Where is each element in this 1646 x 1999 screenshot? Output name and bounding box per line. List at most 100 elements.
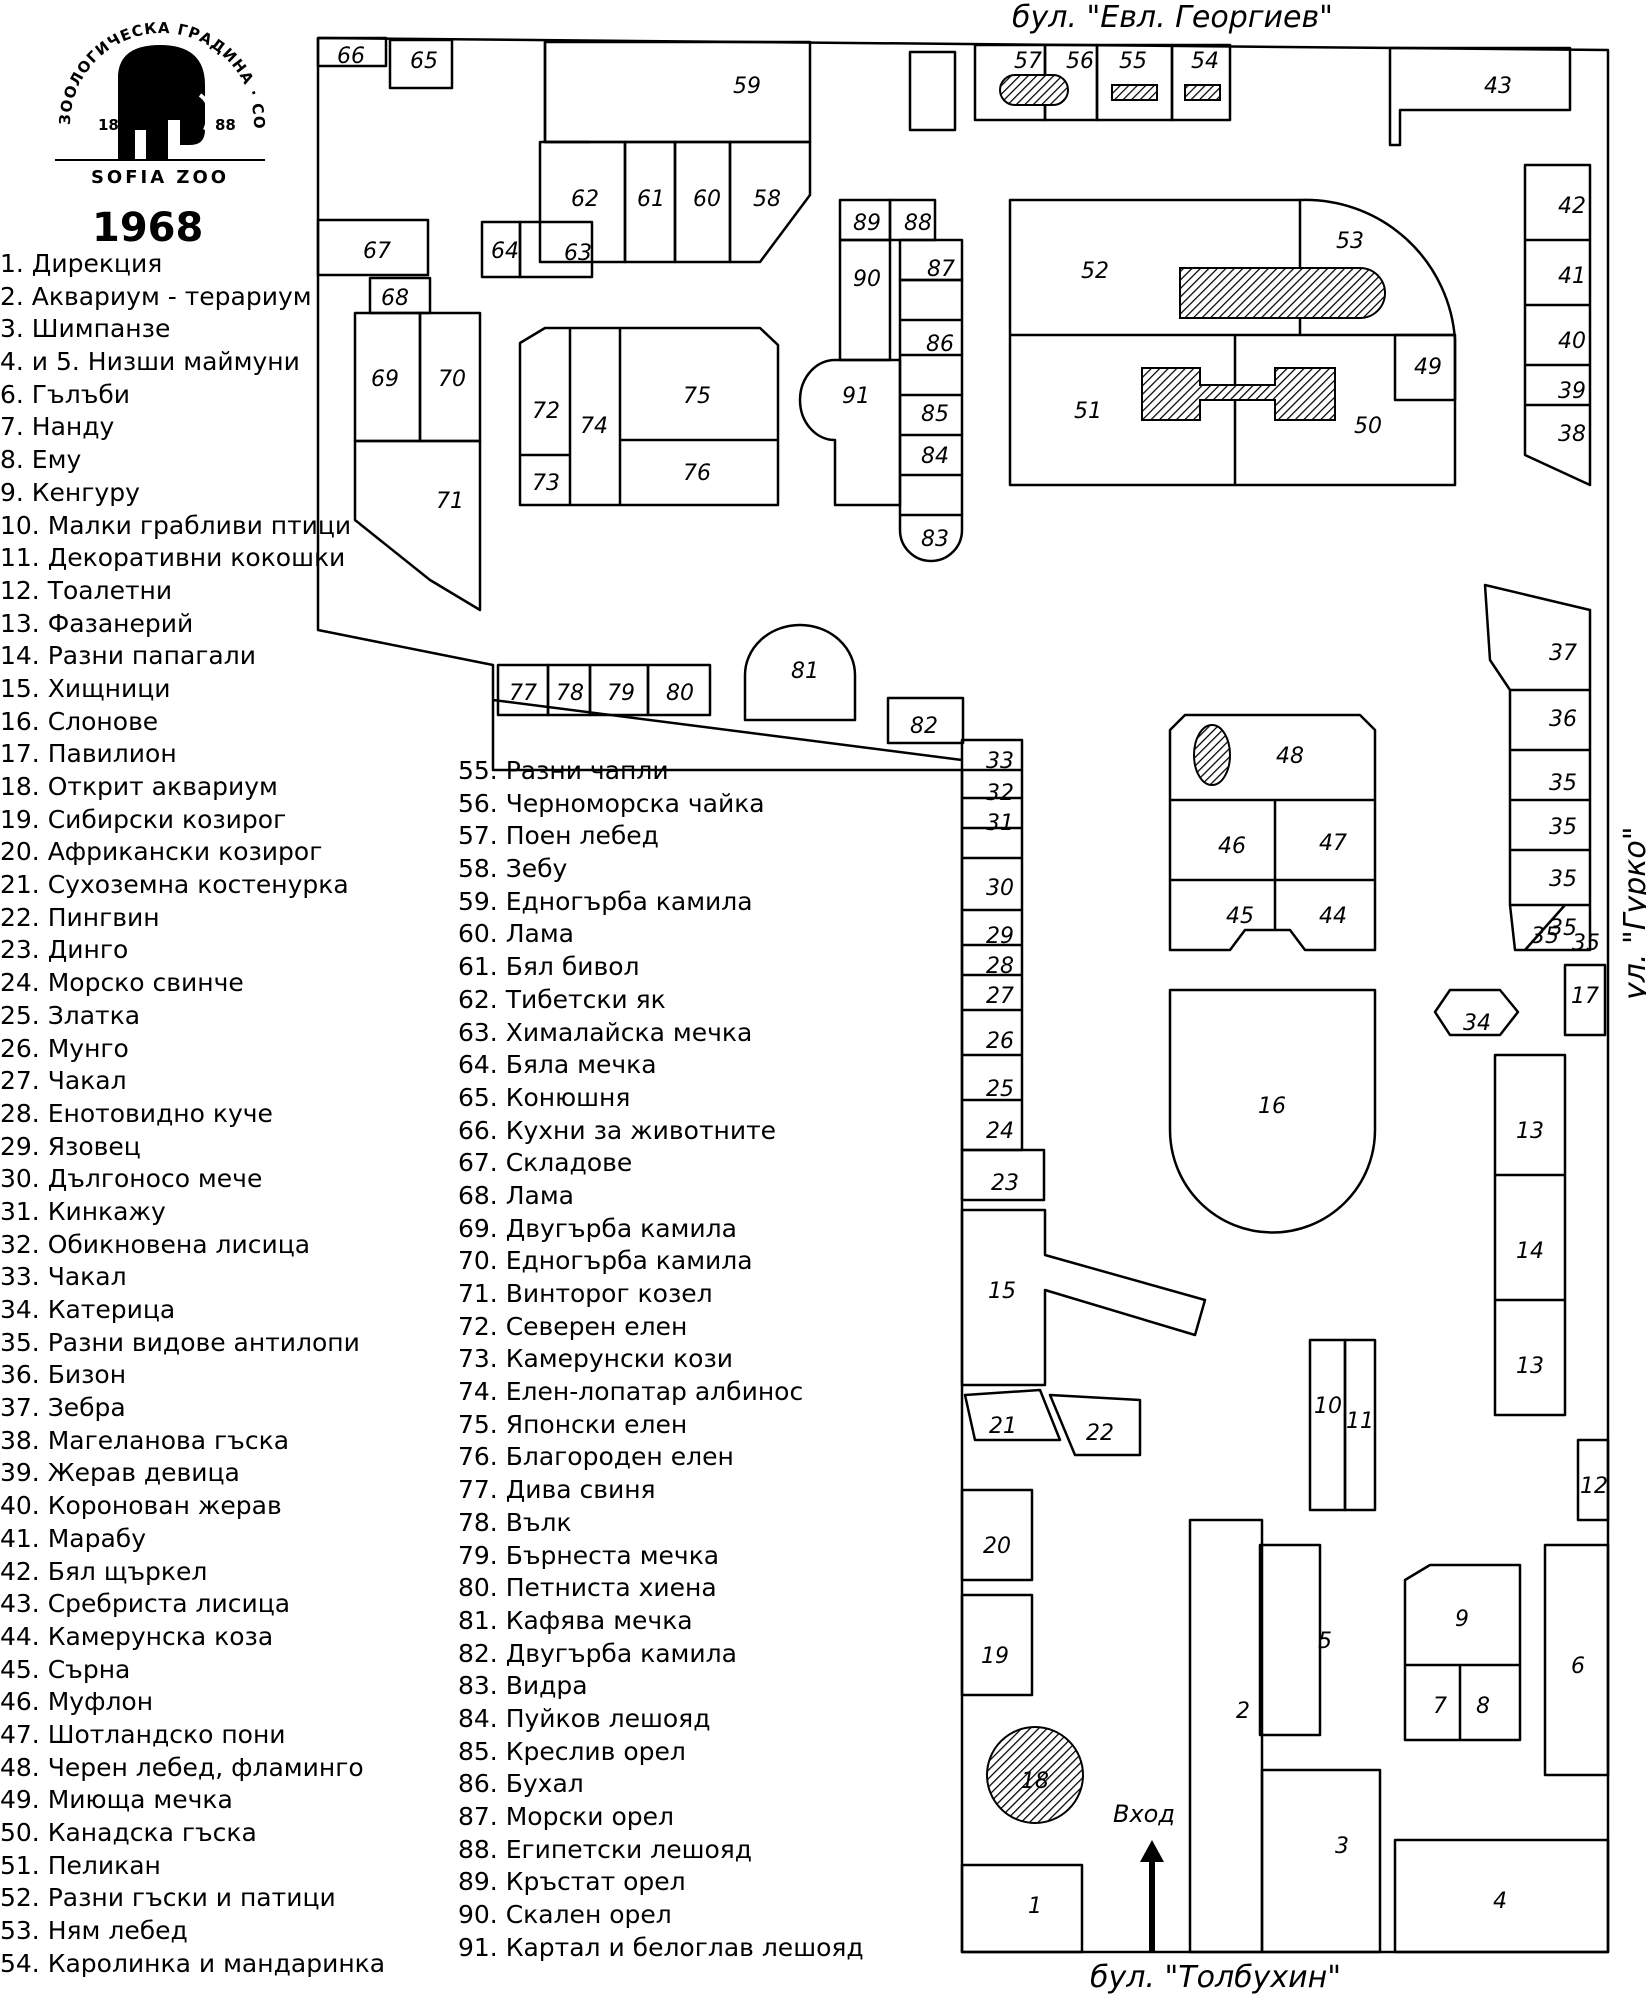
legend-item: 9. Кенгуру: [0, 477, 140, 507]
legend-item: 25. Златка: [0, 1000, 141, 1030]
legend-item: 57. Поен лебед: [458, 821, 659, 851]
legend-item: 38. Магеланова гъска: [0, 1425, 290, 1455]
enclosure-38-42: [1523, 163, 1592, 487]
plan-number-label: 51: [1074, 399, 1102, 424]
logo-year-left: 18: [98, 116, 119, 134]
plan-number-label: 43: [1484, 74, 1512, 99]
legend-item: 1. Дирекция: [0, 249, 163, 278]
plan-number-label: 70: [438, 367, 466, 392]
plan-number-label: 85: [921, 402, 949, 427]
legend-item: 4. и 5. Низши маймуни: [0, 347, 300, 377]
legend-item: 78. Вълк: [458, 1507, 572, 1537]
legend-item: 56. Черноморска чайка: [458, 788, 765, 818]
enclosure-6: [1543, 1543, 1610, 1777]
legend-item: 86. Бухал: [458, 1769, 584, 1799]
legend-item: 66. Кухни за животните: [458, 1115, 777, 1145]
plan-number-label: 11: [1346, 1409, 1374, 1434]
enclosure-3: [1260, 1768, 1382, 1954]
road-line: [492, 698, 963, 762]
plan-number-label: 2: [1236, 1699, 1250, 1724]
enclosure-72-76: [518, 326, 780, 507]
plan-number-label: 27: [986, 984, 1014, 1009]
legend-item: 6. Гълъби: [0, 379, 131, 409]
enclosure-65: [388, 38, 454, 90]
plan-number-label: 90: [853, 267, 881, 292]
plan-number-label: 65: [410, 49, 438, 74]
enclosure-12: [1576, 1438, 1610, 1522]
legend-item: 71. Винторог козел: [458, 1279, 713, 1308]
plan-number-label: 18: [1021, 1769, 1049, 1794]
enclosure-16: [1168, 988, 1377, 1234]
legend-item: 33. Чакал: [0, 1262, 127, 1292]
plan-number-label: 64: [491, 239, 519, 264]
plan-number-label: 49: [1414, 355, 1442, 380]
legend-item: 75. Японски елен: [458, 1409, 688, 1439]
plan-number-label: 53: [1336, 229, 1364, 254]
plan-number-label: 67: [363, 239, 391, 264]
legend-item: 58. Зебу: [458, 854, 568, 884]
plan-number-label: 15: [988, 1279, 1016, 1304]
legend-item: 28. Енотовидно куче: [0, 1098, 273, 1128]
legend-item: 60. Лама: [458, 919, 575, 949]
plan-number-label: 89: [853, 211, 881, 236]
legend-item: 54. Каролинка и мандаринка: [0, 1948, 386, 1978]
plan-number-label: 48: [1276, 744, 1304, 769]
legend-item: 45. Сърна: [0, 1654, 131, 1684]
plan-number-label: 84: [921, 444, 949, 469]
lake-49-53: [1008, 198, 1457, 487]
plan-number-label: 81: [791, 659, 819, 684]
plan-number-label: 28: [986, 954, 1014, 979]
legend-item: 21. Сухоземна костенурка: [0, 870, 349, 900]
legend-item: 12. Тоалетни: [0, 575, 173, 605]
plan-number-label: 22: [1086, 1421, 1114, 1446]
legend-item: 29. Язовец: [0, 1131, 141, 1161]
legend-item: 27. Чакал: [0, 1066, 127, 1096]
plan-number-label: 4: [1493, 1889, 1507, 1914]
plan-number-label: 54: [1191, 49, 1219, 74]
legend-item: 39. Жерав девица: [0, 1458, 240, 1488]
plan-number-label: 45: [1226, 904, 1254, 929]
plan-number-label: 58: [753, 187, 781, 212]
plan-number-label: 33: [986, 749, 1014, 774]
enclosure-67: [316, 218, 430, 277]
plan-number-label: 23: [991, 1171, 1019, 1196]
logo-caption: SOFIA ZOO: [91, 167, 229, 188]
plan-number-label: 35: [1549, 867, 1577, 892]
legend-item: 24. Морско свинче: [0, 968, 244, 998]
legend-item: 10. Малки грабливи птици: [0, 510, 352, 540]
legend-item: 42. Бял щъркел: [0, 1556, 208, 1586]
plan-number-label: 56: [1066, 49, 1094, 74]
plan-number-label: 34: [1463, 1011, 1491, 1036]
entrance-arrowhead: [1140, 1840, 1164, 1862]
enclosure-9: [1403, 1563, 1522, 1742]
enclosure-71: [353, 439, 482, 612]
plan-number-label: 71: [436, 489, 464, 514]
legend-item: 59. Едногърба камила: [458, 886, 753, 916]
legend-item: 26. Мунго: [0, 1033, 129, 1063]
enclosure-54: [1170, 43, 1232, 122]
plan-number-label: 19: [981, 1644, 1009, 1669]
plan-number-label: 46: [1218, 834, 1246, 859]
pool-52-53: [1179, 267, 1386, 319]
pool-55: [1111, 84, 1158, 101]
legend-item: 13. Фазанерий: [0, 608, 194, 638]
legend-item: 53. Ням лебед: [0, 1916, 188, 1946]
plan-number-label: 36: [1549, 707, 1577, 732]
plan-number-label: 12: [1580, 1474, 1608, 1499]
plan-number-label: 50: [1354, 414, 1382, 439]
plan-number-label: 14: [1516, 1239, 1544, 1264]
legend-item: 2. Аквариум - терариум: [0, 281, 312, 311]
legend-item: 85. Креслив орел: [458, 1736, 686, 1766]
legend-item: 11. Декоративни кокошки: [0, 543, 346, 573]
legend-item: 63. Хималайска мечка: [458, 1017, 753, 1047]
plan-number-label: 30: [986, 876, 1014, 901]
legend-item: 81. Кафява мечка: [458, 1605, 693, 1635]
plan-number-label: 5: [1318, 1629, 1332, 1654]
pool-50-51: [1141, 367, 1336, 421]
legend-item: 62. Тибетски як: [458, 984, 666, 1014]
plan-number-label: 61: [637, 187, 665, 212]
enclosure-20: [960, 1488, 1034, 1582]
legend-item: 22. Пингвин: [0, 902, 160, 932]
plan-number-label: 60: [693, 187, 721, 212]
